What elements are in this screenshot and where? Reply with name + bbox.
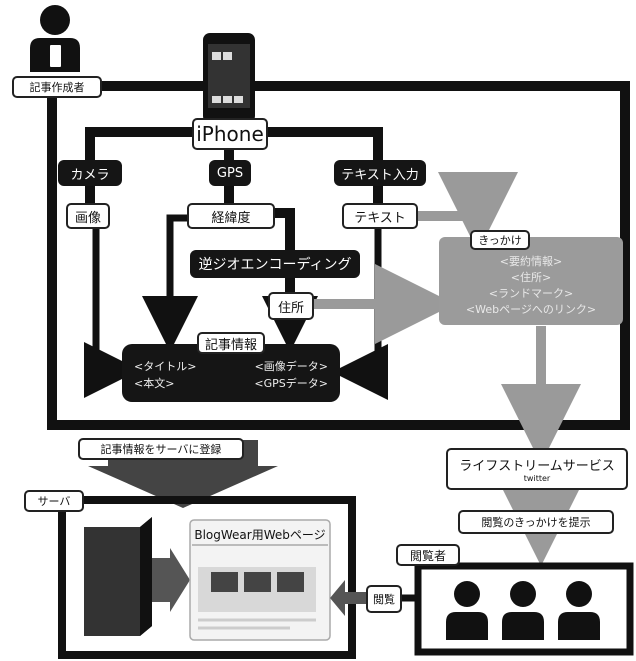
browse-label: 閲覧: [366, 585, 402, 613]
trigger-item-web-link: <Webページへのリンク>: [465, 303, 597, 316]
author-label: 記事作成者: [12, 76, 102, 98]
latlng-node: 経緯度: [187, 203, 275, 229]
present-label: 閲覧のきっかけを提示: [458, 510, 614, 534]
iphone-device-icon: [203, 33, 255, 123]
address-node: 住所: [268, 292, 314, 320]
server-tower-icon: [84, 517, 152, 636]
camera-node: カメラ: [58, 160, 122, 186]
article-item-image-data: <画像データ>: [254, 360, 328, 373]
viewer-frame: [414, 562, 634, 656]
viewer-people-icon: [446, 581, 600, 640]
trigger-item-landmark: <ランドマーク>: [488, 287, 574, 300]
server-frame: [58, 496, 356, 659]
iphone-label: iPhone: [192, 118, 268, 150]
lifestream-title: ライフストリームサービス: [459, 459, 615, 474]
article-info-label: 記事情報: [197, 332, 265, 354]
reverse-geocoding-node: 逆ジオエンコーディング: [190, 250, 360, 278]
trigger-label: きっかけ: [470, 230, 530, 250]
article-item-gps-data: <GPSデータ>: [254, 377, 328, 390]
text-node: テキスト: [342, 203, 418, 229]
image-node: 画像: [66, 203, 110, 229]
server-label: サーバ: [24, 490, 84, 512]
browse-arrow: [330, 580, 372, 616]
register-label: 記事情報をサーバに登録: [78, 438, 244, 460]
article-item-title: <タイトル>: [134, 360, 197, 373]
article-item-body: <本文>: [134, 377, 175, 390]
viewer-label: 閲覧者: [396, 544, 460, 566]
trigger-item-address: <住所>: [510, 271, 552, 284]
trigger-item-summary: <要約情報>: [499, 255, 563, 268]
trigger-items: <要約情報> <住所> <ランドマーク> <Webページへのリンク>: [445, 254, 617, 318]
server-to-page-arrow: [152, 548, 190, 612]
gps-node: GPS: [209, 160, 251, 186]
thumbnail-2: [244, 572, 271, 592]
trigger-input-flows: [314, 172, 581, 566]
trigger-box: [439, 237, 623, 325]
thumbnail-3: [277, 572, 304, 592]
lifestream-subtitle: twitter: [523, 474, 551, 483]
author-loop-line: [47, 81, 630, 430]
author-person-icon: [30, 5, 80, 72]
webpage-title: BlogWear用Webページ: [192, 524, 328, 546]
iphone-branch-lines: [85, 127, 383, 292]
text-input-node: テキスト入力: [334, 160, 426, 186]
lifestream-box: ライフストリームサービス twitter: [446, 448, 628, 490]
thumbnail-1: [211, 572, 238, 592]
